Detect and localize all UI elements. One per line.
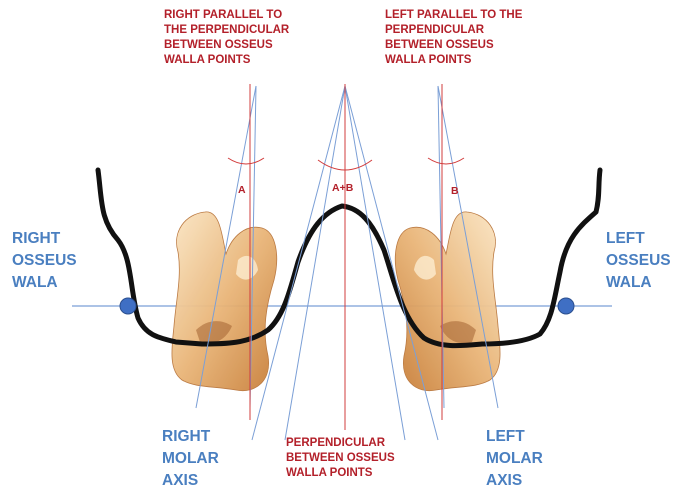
- angle-b-arc: [428, 158, 464, 164]
- bone-outline: [98, 170, 600, 346]
- angle-a-label: A: [238, 183, 246, 198]
- right-molar-axis-label: RIGHT MOLAR AXIS: [162, 426, 219, 492]
- left-osseus-wala-label: LEFT OSSEUS WALA: [606, 228, 671, 294]
- right-molar-tooth-icon: [172, 212, 277, 391]
- perpendicular-label: PERPENDICULAR BETWEEN OSSEUS WALLA POINT…: [286, 436, 416, 481]
- right-parallel-label: RIGHT PARALLEL TO THE PERPENDICULAR BETW…: [164, 8, 314, 68]
- angle-a-arc: [228, 158, 264, 164]
- left-molar-tooth-icon: [395, 212, 500, 391]
- central-axis-line-3: [285, 86, 345, 440]
- left-parallel-label: LEFT PARALLEL TO THE PERPENDICULAR BETWE…: [385, 8, 545, 68]
- angle-b-label: B: [451, 184, 459, 199]
- right-wala-point-icon: [120, 298, 136, 314]
- right-osseus-wala-label: RIGHT OSSEUS WALA: [12, 228, 77, 294]
- angle-ab-label: A+B: [332, 181, 353, 196]
- left-molar-axis-label: LEFT MOLAR AXIS: [486, 426, 543, 492]
- left-wala-point-icon: [558, 298, 574, 314]
